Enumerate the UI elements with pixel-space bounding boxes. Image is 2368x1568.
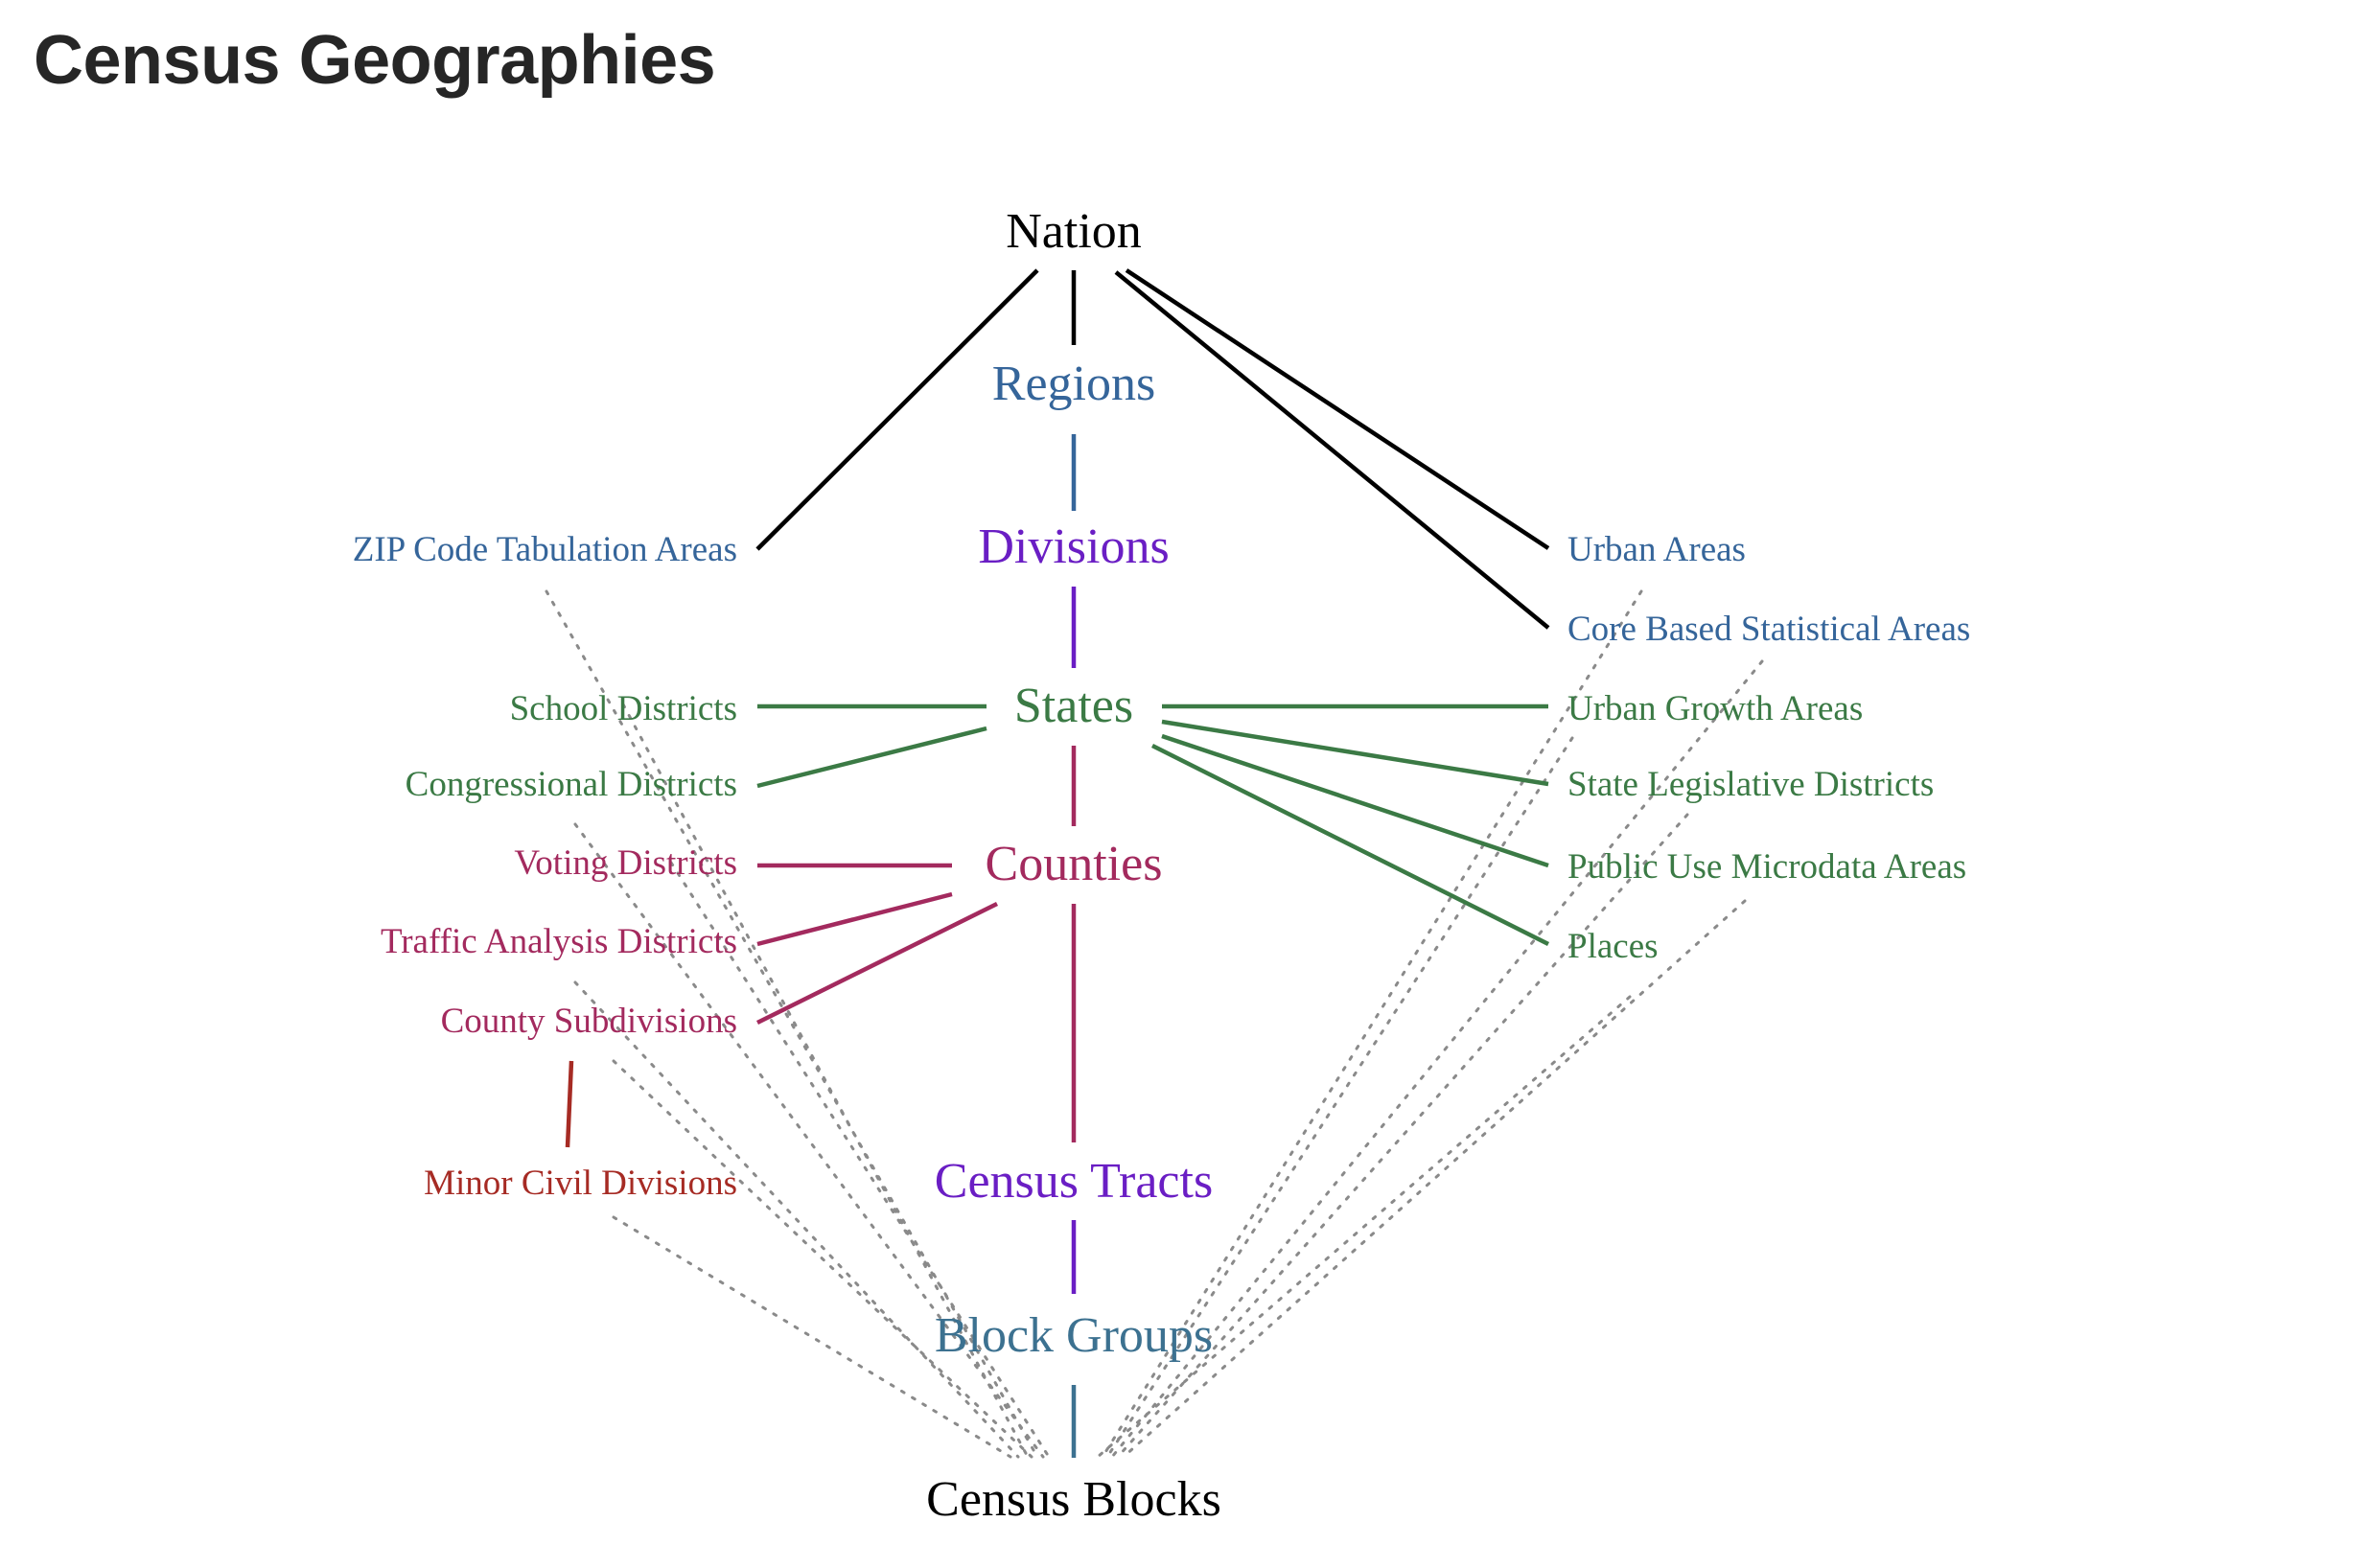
edge-urban-areas-to-census-blocks	[1101, 589, 1643, 1459]
node-block-groups: Block Groups	[935, 1308, 1213, 1363]
edge-county-subdivisions-to-minor-civil-divisions	[565, 1060, 574, 1148]
edge-puma-to-census-blocks	[1122, 899, 1747, 1459]
node-nation: Nation	[1006, 204, 1142, 259]
edge-urban-growth-areas-to-census-blocks	[1105, 736, 1574, 1459]
node-voting-districts: Voting Districts	[514, 843, 737, 883]
node-traffic-analysis-districts: Traffic Analysis Districts	[381, 922, 737, 961]
node-congressional-districts: Congressional Districts	[406, 765, 737, 804]
node-divisions: Divisions	[978, 519, 1169, 574]
node-state-legislative-districts: State Legislative Districts	[1567, 765, 1934, 804]
edge-county-subdivisions-to-census-blocks	[612, 1059, 1033, 1459]
node-urban-areas: Urban Areas	[1567, 530, 1746, 569]
node-school-districts: School Districts	[510, 689, 737, 728]
edge-nation-to-cbsa	[1114, 270, 1550, 630]
edge-nation-to-zcta	[755, 268, 1039, 551]
node-county-subdivisions: County Subdivisions	[441, 1002, 737, 1041]
node-states: States	[1014, 679, 1133, 733]
dotted-edges	[545, 589, 1764, 1459]
node-regions: Regions	[992, 357, 1155, 411]
node-census-blocks: Census Blocks	[926, 1472, 1221, 1527]
page-title: Census Geographies	[34, 22, 716, 99]
node-minor-civil-divisions: Minor Civil Divisions	[424, 1164, 737, 1203]
edge-states-to-puma	[1161, 733, 1549, 868]
edge-cbsa-to-census-blocks	[1110, 659, 1764, 1459]
edge-zcta-to-census-blocks	[545, 589, 1039, 1459]
edge-states-to-places	[1150, 743, 1550, 947]
node-counties: Counties	[986, 837, 1163, 891]
node-urban-growth-areas: Urban Growth Areas	[1567, 689, 1863, 728]
edge-counties-to-county-subdivisions	[756, 901, 998, 1026]
edge-minor-civil-divisions-to-census-blocks	[612, 1215, 1012, 1459]
node-cbsa: Core Based Statistical Areas	[1567, 610, 1970, 649]
edge-school-districts-to-census-blocks	[621, 703, 1030, 1459]
node-puma: Public Use Microdata Areas	[1567, 847, 1966, 887]
node-census-tracts: Census Tracts	[935, 1154, 1213, 1209]
edge-counties-to-traffic-analysis-districts	[756, 891, 953, 947]
node-zcta: ZIP Code Tabulation Areas	[353, 530, 737, 569]
edge-nation-to-urban-areas	[1125, 268, 1550, 550]
edge-states-to-congressional-districts	[756, 726, 987, 789]
solid-edges	[565, 268, 1550, 1458]
edge-places-to-census-blocks	[1096, 995, 1632, 1459]
node-labels: NationRegionsDivisionsStatesCountiesCens…	[353, 204, 1971, 1527]
edge-traffic-analysis-districts-to-census-blocks	[573, 980, 1020, 1459]
edge-states-to-state-legislative-districts	[1161, 719, 1549, 787]
edge-voting-districts-to-census-blocks	[669, 861, 1051, 1459]
node-places: Places	[1567, 927, 1659, 966]
